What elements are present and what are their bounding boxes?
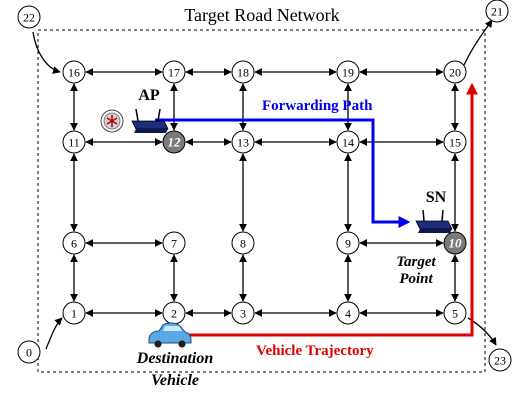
sn-label: SN	[426, 189, 447, 206]
node-circle	[336, 130, 360, 154]
node-18: 18	[231, 60, 255, 84]
link-22-16	[32, 31, 61, 74]
node-label: 20	[449, 66, 461, 80]
node-circle	[231, 301, 255, 325]
node-label: 15	[449, 136, 461, 150]
node-circle	[231, 130, 255, 154]
node-circle	[62, 231, 86, 255]
node-19: 19	[336, 60, 360, 84]
node-label: 18	[237, 66, 249, 80]
node-17: 17	[162, 60, 186, 84]
node-label: 5	[452, 307, 458, 321]
forwarding-path-line	[155, 118, 411, 228]
node-label: 17	[168, 66, 180, 80]
node-circle	[485, 0, 509, 23]
node-8: 8	[231, 231, 255, 255]
node-circle	[231, 231, 255, 255]
node-label: 14	[342, 136, 354, 150]
node-label: 13	[237, 136, 249, 150]
destination-label-line1: Destination	[136, 350, 214, 367]
node-4: 4	[336, 301, 360, 325]
node-label: 21	[491, 5, 503, 19]
node-23: 23	[488, 348, 512, 372]
node-label: 8	[240, 237, 246, 251]
node-label: 4	[345, 307, 351, 321]
node-label: 0	[26, 346, 32, 360]
node-circle	[62, 301, 86, 325]
node-label: 10	[449, 236, 463, 251]
node-9: 9	[336, 231, 360, 255]
router-icon	[100, 109, 124, 133]
vehicle-trajectory-line	[188, 82, 478, 337]
node-circle	[443, 130, 467, 154]
node-circle	[231, 60, 255, 84]
forwarding-path-label: Forwarding Path	[262, 98, 373, 114]
node-circle	[162, 231, 186, 255]
node-11: 11	[62, 130, 86, 154]
node-12: 12	[162, 130, 186, 154]
destination-label-line2: Vehicle	[151, 372, 199, 389]
node-16: 16	[62, 60, 86, 84]
node-label: 2	[171, 307, 177, 321]
node-label: 6	[71, 237, 77, 251]
node-circle	[17, 340, 41, 364]
ap-label: AP	[138, 87, 160, 104]
node-0: 0	[17, 340, 41, 364]
node-14: 14	[336, 130, 360, 154]
node-label: 11	[68, 136, 80, 150]
node-22: 22	[17, 5, 41, 29]
node-label: 23	[494, 354, 506, 368]
node-15: 15	[443, 130, 467, 154]
node-20: 20	[443, 60, 467, 84]
external-links	[32, 19, 497, 350]
node-2: 2	[162, 301, 186, 325]
link-20-21	[463, 19, 493, 66]
node-5: 5	[443, 301, 467, 325]
node-10: 10	[443, 231, 467, 255]
node-circle	[336, 60, 360, 84]
car-icon	[148, 322, 192, 348]
node-label: 1	[71, 307, 77, 321]
node-label: 12	[168, 135, 182, 150]
target-point-label-line2: Point	[399, 271, 433, 287]
node-label: 16	[68, 66, 80, 80]
node-circle	[488, 348, 512, 372]
road-edges	[70, 68, 459, 317]
network-boundary	[37, 29, 486, 373]
diagram-title: Target Road Network	[184, 5, 339, 25]
vehicle-trajectory-label: Vehicle Trajectory	[256, 343, 374, 359]
node-label: 7	[171, 237, 177, 251]
node-label: 19	[342, 66, 354, 80]
node-circle	[443, 231, 467, 255]
node-circle	[336, 301, 360, 325]
target-point-label-line1: Target	[396, 254, 436, 270]
node-7: 7	[162, 231, 186, 255]
node-circle	[162, 60, 186, 84]
node-label: 9	[345, 237, 351, 251]
node-circle	[62, 130, 86, 154]
node-circle	[162, 130, 186, 154]
node-21: 21	[485, 0, 509, 23]
node-circle	[17, 5, 41, 29]
node-13: 13	[231, 130, 255, 154]
node-circle	[443, 60, 467, 84]
node-6: 6	[62, 231, 86, 255]
sensor-node-icon	[415, 209, 453, 233]
node-circle	[443, 301, 467, 325]
node-label: 22	[23, 11, 35, 25]
node-circle	[62, 60, 86, 84]
node-1: 1	[62, 301, 86, 325]
node-circle	[336, 231, 360, 255]
node-3: 3	[231, 301, 255, 325]
link-0-1	[45, 317, 63, 350]
node-label: 3	[240, 307, 246, 321]
access-point-icon	[131, 108, 169, 133]
